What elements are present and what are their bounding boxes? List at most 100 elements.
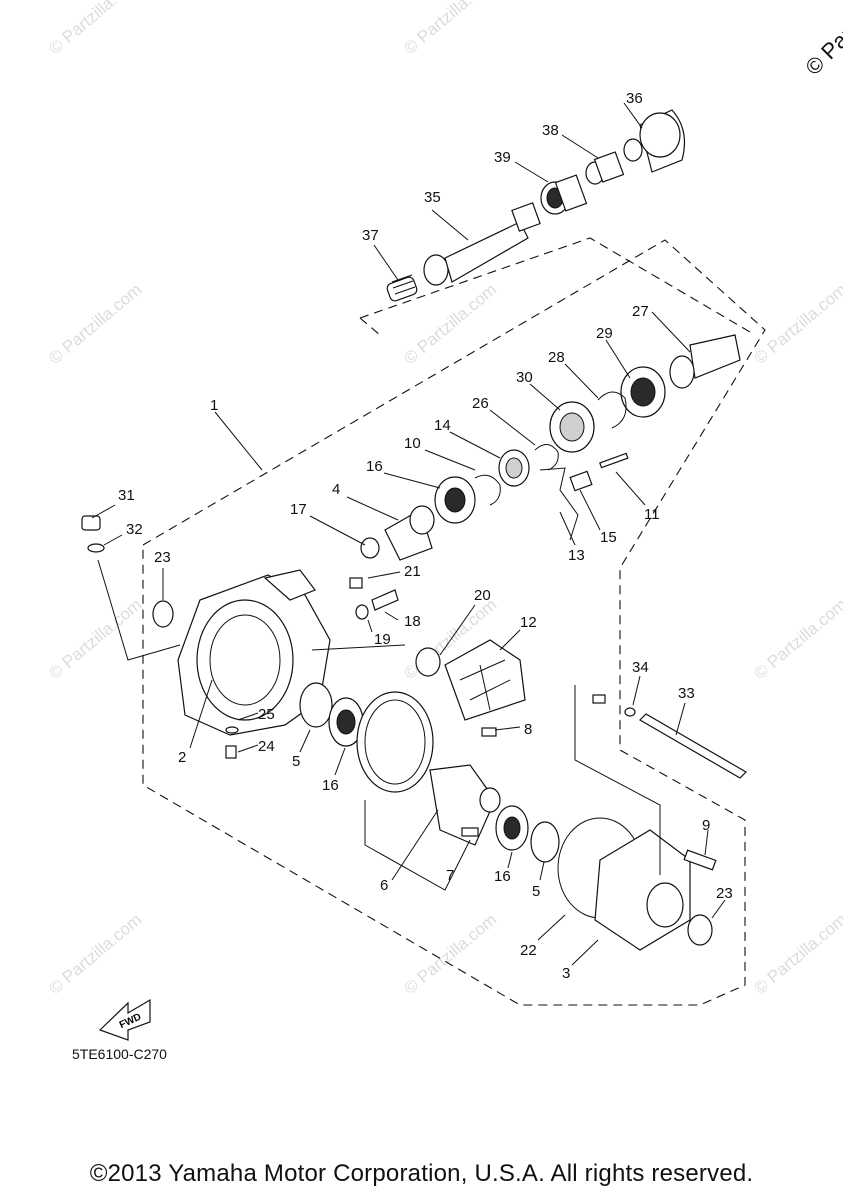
leader-18 bbox=[384, 611, 399, 621]
ring-gear-assembly bbox=[356, 639, 560, 863]
leader-33 bbox=[675, 702, 686, 736]
bearing-bore bbox=[444, 487, 466, 513]
diagram-code: 5TE6100-C270 bbox=[72, 1046, 167, 1062]
callout-35: 35 bbox=[424, 189, 441, 206]
case-boss bbox=[263, 569, 316, 601]
callout-12: 12 bbox=[520, 614, 537, 631]
callout-4: 4 bbox=[332, 481, 340, 498]
callout-8: 8 bbox=[524, 721, 532, 738]
ring-gear-group bbox=[360, 449, 629, 561]
leader-28 bbox=[564, 363, 599, 399]
leader-35 bbox=[431, 209, 469, 241]
leader-5 bbox=[299, 729, 311, 753]
leader-19 bbox=[367, 619, 373, 633]
callout-18: 18 bbox=[404, 613, 421, 630]
ring-gear-teeth bbox=[364, 699, 426, 785]
leader-27 bbox=[651, 311, 691, 353]
callout-22: 22 bbox=[520, 942, 537, 959]
leader-6 bbox=[391, 809, 439, 881]
bolt-part-9 bbox=[683, 849, 717, 871]
watermark: © Partzilla.com bbox=[45, 0, 145, 58]
oring-part-20 bbox=[415, 647, 441, 677]
ring-gear-part-6 bbox=[356, 691, 434, 793]
leader-13 bbox=[559, 511, 576, 546]
leader-33-34-target bbox=[574, 685, 661, 875]
leader-24 bbox=[237, 744, 259, 753]
callout-6: 6 bbox=[380, 877, 388, 894]
leader-29 bbox=[605, 339, 631, 379]
callout-1: 1 bbox=[210, 397, 218, 414]
leader-10 bbox=[424, 449, 476, 471]
bolt-part-31 bbox=[81, 515, 101, 531]
callout-11: 11 bbox=[644, 506, 660, 523]
washer-part-25 bbox=[225, 726, 239, 734]
watermark: © Partzilla.com bbox=[750, 595, 843, 683]
case-bore bbox=[646, 882, 684, 928]
cover-part-12 bbox=[444, 639, 526, 721]
callout-25: 25 bbox=[258, 706, 275, 723]
callout-13: 13 bbox=[568, 547, 585, 564]
leader-38 bbox=[561, 134, 599, 159]
callout-14: 14 bbox=[434, 417, 451, 434]
spring-part-37 bbox=[386, 276, 418, 302]
shim-part-5 bbox=[299, 682, 333, 728]
shim-part-5 bbox=[530, 821, 560, 863]
assembly-boundary-shaft bbox=[359, 237, 751, 336]
callout-9: 9 bbox=[702, 817, 710, 834]
circlip-part-26 bbox=[534, 444, 559, 471]
bearing-part-36 bbox=[623, 138, 643, 162]
callout-16: 16 bbox=[366, 458, 383, 475]
washer-part-32 bbox=[87, 543, 105, 553]
leader-30 bbox=[529, 383, 561, 411]
leader-31-32-target bbox=[97, 559, 181, 661]
gear-part-35 bbox=[423, 254, 449, 286]
watermark: © Partzilla.com bbox=[750, 280, 843, 368]
leader-lines bbox=[91, 102, 726, 966]
sleeve-part-38 bbox=[593, 151, 625, 183]
leader-21 bbox=[367, 571, 401, 579]
callout-39: 39 bbox=[494, 149, 511, 166]
leader-1 bbox=[214, 411, 263, 471]
leader-11 bbox=[615, 471, 646, 506]
bolt-part-7 bbox=[461, 827, 479, 837]
case-inner-ring bbox=[209, 614, 281, 706]
washer-part-19 bbox=[355, 604, 369, 620]
leader-6-7-bracket bbox=[364, 800, 471, 891]
callout-26: 26 bbox=[472, 395, 489, 412]
shaft-part-33 bbox=[639, 713, 747, 779]
pin-part-11 bbox=[599, 452, 629, 469]
leader-20 bbox=[439, 604, 476, 656]
shaft-spline bbox=[511, 202, 541, 232]
callout-3: 3 bbox=[562, 965, 570, 982]
watermark: © Partzilla.com bbox=[45, 595, 145, 683]
watermark: © Partzilla.com bbox=[750, 910, 843, 998]
bolt-part-8 bbox=[481, 727, 497, 737]
callout-34: 34 bbox=[632, 659, 649, 676]
circlip-part-10 bbox=[474, 474, 501, 506]
leader-16 bbox=[507, 851, 513, 869]
leader-15 bbox=[579, 489, 601, 531]
leader-14 bbox=[449, 431, 501, 459]
callout-38: 38 bbox=[542, 122, 559, 139]
sensor-part-18 bbox=[371, 589, 399, 611]
callout-17: 17 bbox=[290, 501, 307, 518]
leader-3 bbox=[571, 939, 599, 966]
block-part-15 bbox=[569, 470, 593, 492]
watermark: © Partzilla.com bbox=[45, 280, 145, 368]
leader-37 bbox=[373, 244, 399, 281]
leader-17 bbox=[309, 515, 366, 546]
callout-16: 16 bbox=[494, 868, 511, 885]
callout-32: 32 bbox=[126, 521, 143, 538]
leader-22 bbox=[537, 914, 566, 941]
case-opening bbox=[196, 599, 294, 721]
leader-26 bbox=[489, 409, 536, 446]
collar-part-17 bbox=[360, 537, 380, 559]
clip-part-34 bbox=[624, 707, 636, 717]
callout-28: 28 bbox=[548, 349, 565, 366]
leader-20-to-case bbox=[311, 644, 406, 651]
plug-part-21 bbox=[349, 577, 363, 589]
right-case-group bbox=[557, 694, 747, 951]
callout-23: 23 bbox=[716, 885, 733, 902]
callout-5: 5 bbox=[532, 883, 540, 900]
